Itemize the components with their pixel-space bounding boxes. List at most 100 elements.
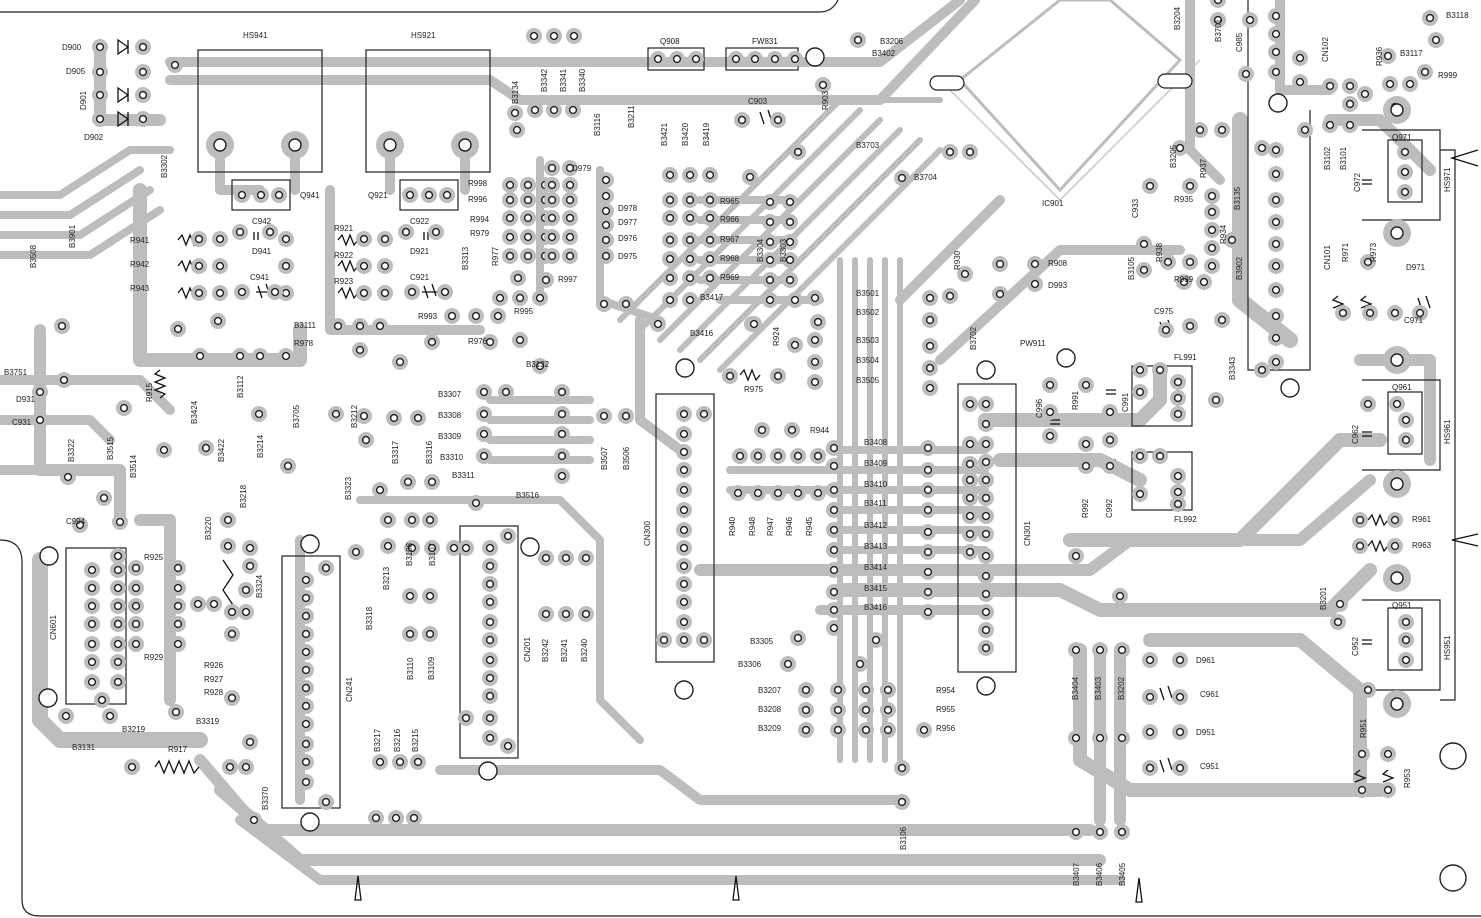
pad-hole [685,295,695,305]
pad-hole [601,206,611,216]
pad-hole [127,762,137,772]
vlabel-B3216: B3216 [393,728,402,752]
label-R955: R955 [936,705,956,714]
pad-hole [1383,51,1393,61]
vlabel-B3318: B3318 [365,606,374,630]
pad-hole [35,387,45,397]
pad-hole [479,387,489,397]
pad-hole [201,443,211,453]
pad-hole [923,587,933,597]
vlabel-B3424: B3424 [190,400,199,424]
pad-hole [557,409,567,419]
pad-hole [405,591,415,601]
vlabel-R977: R977 [491,246,500,266]
label-B3132: B3132 [526,360,550,369]
pad-hole [447,311,457,321]
pad-hole [407,515,417,525]
label-R963: R963 [1412,541,1432,550]
pad-hole [810,377,820,387]
pad-hole [138,114,148,124]
pad-hole [773,115,783,125]
pad-hole [765,197,775,207]
pad-hole [965,147,975,157]
pad-hole [485,691,495,701]
label-B3219: B3219 [122,725,146,734]
label-D979: D979 [572,164,592,173]
pad-hole [1271,169,1281,179]
label-B3411: B3411 [864,499,887,508]
vlabel-B3506: B3506 [622,446,631,470]
pad-hole [1271,333,1281,343]
pad-hole [679,429,689,439]
pad-hole [897,797,907,807]
pad-hole [981,607,991,617]
pad-hole [745,172,755,182]
pad-hole [925,383,935,393]
pad-hole [1401,435,1411,445]
pad-hole [1335,599,1345,609]
pad-hole [1425,13,1435,23]
pad-hole [829,443,839,453]
vlabel-B3212: B3212 [350,404,359,428]
pad-hole [380,261,390,271]
pad-hole [227,629,237,639]
pad-hole [227,607,237,617]
label-D941: D941 [252,247,272,256]
pad-hole [699,409,709,419]
vlabel-B3316: B3316 [425,440,434,464]
pad-hole [581,553,591,563]
pad-hole [1117,733,1127,743]
heatsink-pad-hole [458,138,472,152]
pad-hole [1145,727,1155,737]
pad-hole [883,705,893,715]
pad-hole [485,617,495,627]
pad-hole [301,629,311,639]
pad-hole [981,511,991,521]
label-R997: R997 [558,275,578,284]
pad-hole [679,635,689,645]
pad-hole [241,585,251,595]
pad-hole [735,451,745,461]
pad-hole [1105,435,1115,445]
pad-hole [241,762,251,772]
pad-hole [1030,279,1040,289]
pad-hole [485,337,495,347]
pad-hole [413,413,423,423]
pad-hole [274,190,284,200]
pad-hole [923,607,933,617]
pad-hole [923,465,933,475]
label-B3306: B3306 [738,660,762,669]
pad-hole [1415,308,1425,318]
label-Q941: Q941 [300,191,320,200]
pad-hole [301,777,311,787]
pad-hole [765,255,775,265]
pad-hole [1383,785,1393,795]
pad-hole [1271,29,1281,39]
pad-hole [547,195,557,205]
pad-hole [785,197,795,207]
pad-hole [113,601,123,611]
pad-hole [1211,395,1221,405]
label-B3207: B3207 [758,686,782,695]
pad-hole [427,543,437,553]
pad-hole [790,54,800,64]
pad-hole [1175,727,1185,737]
pad-hole [1392,399,1402,409]
pad-hole [512,125,522,135]
vlabel-B3901: B3901 [68,224,77,248]
pad-hole [301,575,311,585]
pad-hole [245,543,255,553]
pad-hole [87,677,97,687]
vlabel-C992: C992 [1105,498,1114,518]
pad-hole [113,583,123,593]
label-B3410: B3410 [864,480,888,489]
pad-hole [679,617,689,627]
label-D971: D971 [1406,263,1426,272]
pad-hole [565,213,575,223]
label-C922: C922 [410,217,430,226]
vlabel-B3214: B3214 [256,434,265,458]
pad-hole [793,488,803,498]
pad-hole [131,639,141,649]
pad-hole [405,190,415,200]
vlabel-R971: R971 [1341,242,1350,262]
